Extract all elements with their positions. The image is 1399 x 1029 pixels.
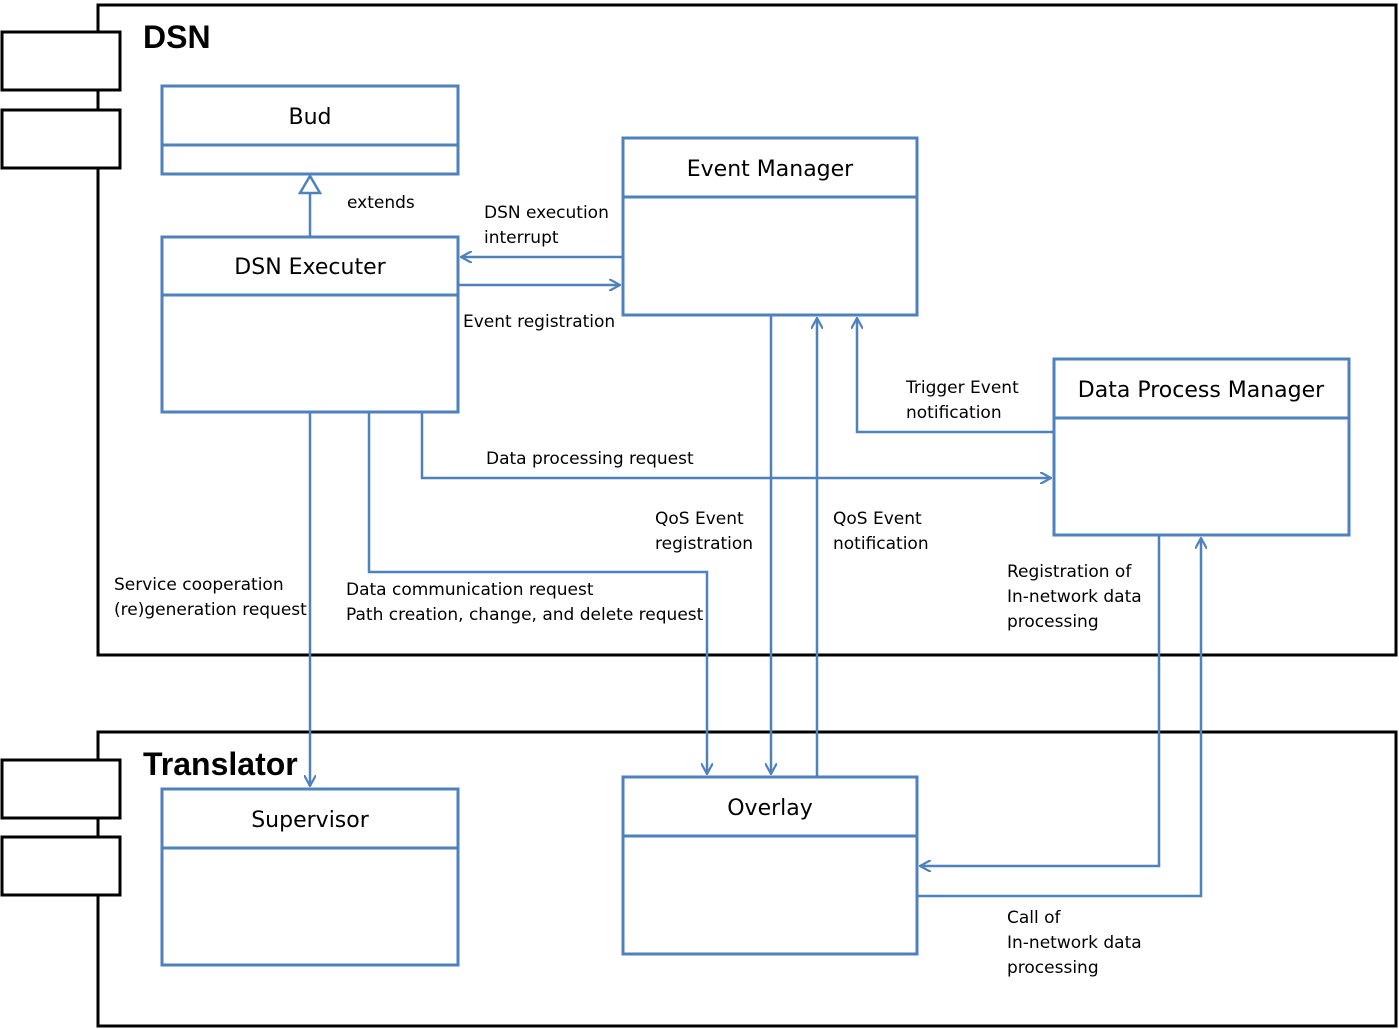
label-registration-line2: In-network data — [1007, 587, 1142, 607]
label-data-processing-request: Data processing request — [486, 449, 694, 469]
data-communication-arrow — [367, 412, 707, 774]
label-qos-notification-line2: notification — [833, 534, 929, 554]
label-data-communication-line1: Data communication request — [346, 580, 594, 600]
translator-package-tab-bottom — [0, 835, 122, 897]
label-call-line2: In-network data — [1007, 933, 1142, 953]
class-overlay-box — [621, 775, 919, 956]
trigger-event-arrow — [857, 318, 1054, 434]
class-bud: Bud — [160, 84, 460, 176]
class-dsn-executer-box — [160, 235, 460, 414]
translator-package-title: Translator — [143, 746, 298, 782]
label-extends: extends — [347, 193, 415, 213]
class-supervisor: Supervisor — [160, 787, 460, 967]
class-bud-title: Bud — [288, 105, 331, 130]
label-call-line1: Call of — [1007, 908, 1062, 928]
label-trigger-line1: Trigger Event — [905, 378, 1019, 398]
class-dsn-executer: DSN Executer — [160, 235, 460, 414]
class-supervisor-title: Supervisor — [251, 808, 370, 833]
label-trigger-line2: notification — [906, 403, 1002, 423]
class-event-manager-title: Event Manager — [687, 157, 854, 182]
connectors — [297, 173, 1201, 898]
label-interrupt-line1: DSN execution — [484, 203, 609, 223]
registration-innetwork-arrow — [920, 535, 1161, 866]
call-innetwork-arrow — [917, 538, 1201, 898]
dsn-package-tab-top — [0, 30, 122, 92]
label-service-cooperation-line2: (re)generation request — [114, 600, 307, 620]
label-qos-notification-line1: QoS Event — [833, 509, 922, 529]
class-supervisor-box — [160, 787, 460, 967]
dsn-package-tab-bottom — [0, 108, 122, 170]
class-overlay-title: Overlay — [727, 796, 813, 821]
connector-labels: extends DSN execution interrupt Event re… — [114, 193, 1142, 978]
class-event-manager-box — [621, 136, 919, 317]
inheritance-triangle-icon — [297, 173, 323, 195]
class-bud-box — [160, 84, 460, 176]
label-qos-registration-line1: QoS Event — [655, 509, 744, 529]
class-overlay: Overlay — [621, 775, 919, 956]
label-data-communication-line2: Path creation, change, and delete reques… — [346, 605, 704, 625]
translator-package-tab-top — [0, 758, 122, 820]
data-processing-request-arrow — [420, 412, 1051, 478]
label-call-line3: processing — [1007, 958, 1099, 978]
class-data-process-manager-title: Data Process Manager — [1078, 378, 1325, 403]
label-registration-line1: Registration of — [1007, 562, 1132, 582]
label-qos-registration-line2: registration — [655, 534, 753, 554]
label-event-registration: Event registration — [463, 312, 615, 332]
label-interrupt-line2: interrupt — [484, 228, 559, 248]
label-service-cooperation-line1: Service cooperation — [114, 575, 284, 595]
class-dsn-executer-title: DSN Executer — [234, 255, 386, 280]
label-registration-line3: processing — [1007, 612, 1099, 632]
class-event-manager: Event Manager — [621, 136, 919, 317]
class-data-process-manager-box — [1052, 357, 1351, 537]
class-data-process-manager: Data Process Manager — [1052, 357, 1351, 537]
dsn-package-title: DSN — [143, 19, 211, 55]
